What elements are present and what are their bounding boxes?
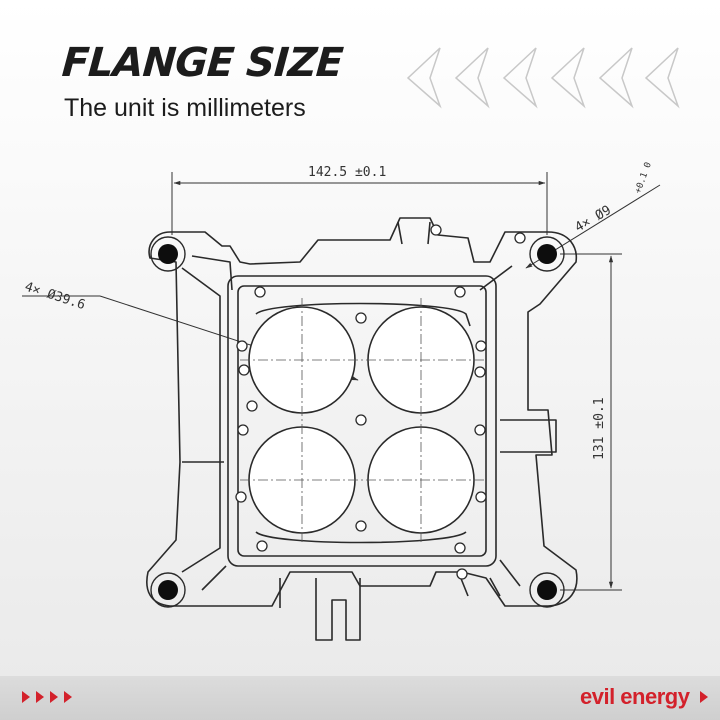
height-dimension [560, 253, 622, 591]
centerlines [240, 298, 484, 542]
chevron-right-icon [700, 691, 708, 703]
chevron-left-icon [550, 47, 586, 109]
decorative-chevrons [406, 47, 680, 109]
bolt-hole [537, 580, 557, 600]
bolt-hole [158, 580, 178, 600]
footer-band [0, 676, 720, 720]
chevron-right-icon [36, 691, 44, 703]
footer-arrows [22, 691, 72, 703]
chevron-right-icon [22, 691, 30, 703]
bolt-holes [158, 244, 557, 600]
chevron-right-icon [64, 691, 72, 703]
flange-outline [146, 217, 578, 641]
bolt-hole [158, 244, 178, 264]
chevron-left-icon [644, 47, 680, 109]
brand-logo: evil energy [580, 684, 690, 709]
bolt-hole-tolerance-label: +0.1 0 [633, 161, 654, 195]
chevron-right-icon [50, 691, 58, 703]
width-dimension-label: 142.5 ±0.1 [308, 165, 386, 180]
chevron-left-icon [502, 47, 538, 109]
chevron-left-icon [406, 47, 442, 109]
footer-arrow-right [700, 691, 708, 703]
bore-dimension-label: 4× Ø39.6 [23, 280, 87, 314]
page-subtitle: The unit is millimeters [64, 94, 306, 122]
width-dimension [171, 172, 548, 235]
bolt-hole-dimension-label: 4× Ø9 [573, 203, 614, 236]
small-holes [235, 224, 526, 580]
bolt-hole [537, 244, 557, 264]
chevron-left-icon [598, 47, 634, 109]
chevron-left-icon [454, 47, 490, 109]
height-dimension-label: 131 ±0.1 [592, 397, 607, 460]
